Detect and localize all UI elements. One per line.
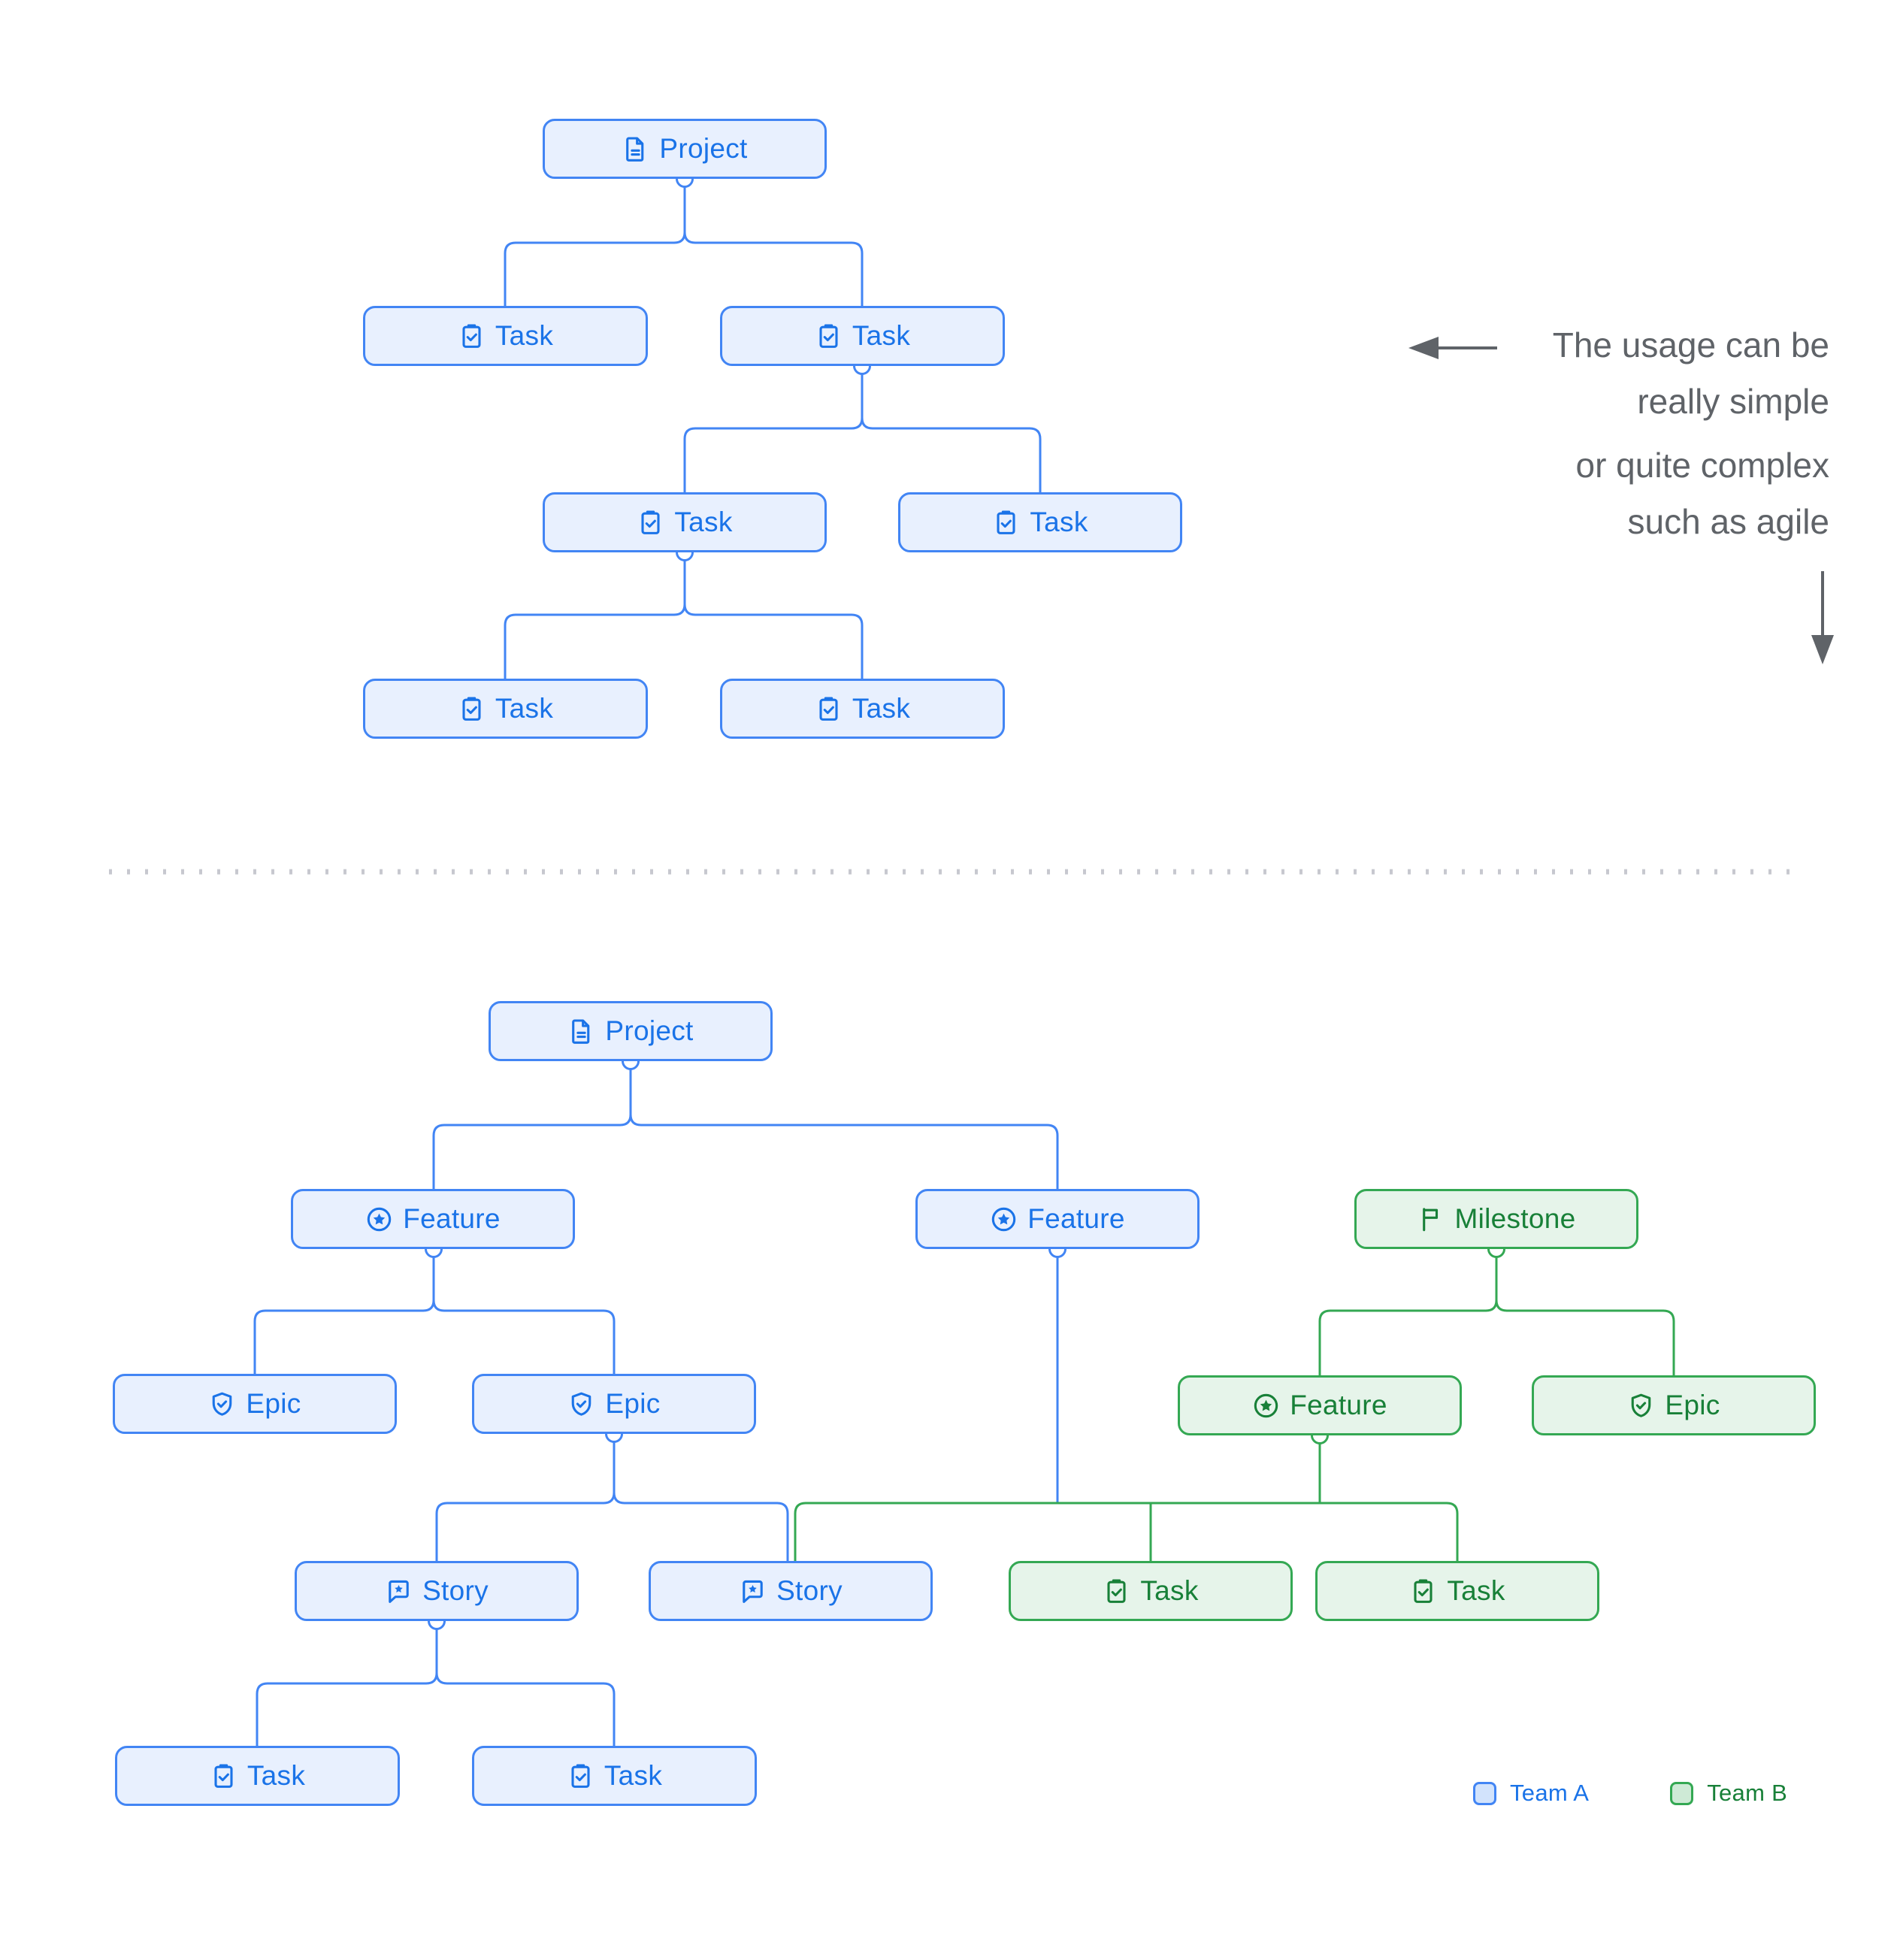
feature-icon [1252,1392,1280,1420]
diagram-node-task-1f: Task [720,679,1005,739]
annotation-simple: The usage can be really simple [1553,317,1829,430]
node-label: Project [605,1015,694,1046]
team-a-edges [253,179,1059,1746]
diagram-node-task-1a: Task [363,306,648,366]
node-label: Task [1447,1575,1505,1606]
node-label: Milestone [1454,1203,1576,1234]
diagram-node-task-a1: Task [115,1746,400,1806]
annotation-line: The usage can be [1552,325,1829,364]
annotation-line: or quite complex [1575,446,1830,485]
diagram-node-task-1d: Task [898,492,1182,552]
tree-edge [629,1061,1059,1189]
node-label: Feature [403,1203,501,1234]
diagram-node-task-a2: Task [472,1746,757,1806]
node-label: Project [659,133,748,164]
epic-icon [208,1390,236,1418]
document-icon [567,1018,595,1045]
feature-icon [365,1205,393,1233]
node-label: Epic [246,1388,301,1419]
tree-edge [683,179,864,306]
legend-swatch-icon [1473,1781,1496,1805]
tree-edge [613,1434,789,1561]
node-label: Task [1030,507,1088,537]
legend-label: Team B [1707,1780,1788,1806]
node-label: Story [422,1575,489,1606]
node-label: Epic [605,1388,661,1419]
node-label: Task [247,1760,306,1791]
diagram-node-task-b1: Task [1009,1561,1293,1621]
task-icon [1103,1577,1130,1605]
diagram-node-feature-a2: Feature [915,1189,1200,1249]
epic-icon [1627,1392,1655,1420]
tree-edge [1495,1249,1675,1375]
legend-swatch-icon [1670,1781,1694,1805]
diagram-node-milestone-b: Milestone [1354,1189,1638,1249]
tree-edge [861,366,1042,492]
epic-icon [567,1390,595,1418]
diagram-node-feature-b1: Feature [1178,1375,1462,1435]
node-label: Task [852,320,911,351]
document-icon [622,135,649,163]
task-icon [567,1762,594,1790]
tree-edge [432,1249,616,1374]
diagram-node-task-1b: Task [720,306,1005,366]
node-label: Task [674,507,733,537]
annotation-complex: or quite complex such as agile [1576,437,1830,550]
task-icon [1409,1577,1437,1605]
task-icon [458,695,486,723]
node-label: Task [1140,1575,1199,1606]
diagram-node-story-1: Story [295,1561,579,1621]
legend-label: Team A [1510,1780,1590,1806]
diagram-node-task-b2: Task [1315,1561,1599,1621]
annotation-line: such as agile [1627,502,1830,541]
task-icon [815,322,843,350]
legend-item-team-a: Team A [1473,1780,1589,1807]
task-icon [992,509,1020,537]
node-label: Feature [1027,1203,1125,1234]
left-arrow-icon [1408,337,1497,359]
diagram-node-epic-a2: Epic [472,1374,756,1434]
diagram-node-story-2: Story [649,1561,933,1621]
feature-icon [990,1205,1018,1233]
story-icon [385,1577,413,1605]
down-arrow-icon [1811,571,1834,664]
task-icon [815,695,843,723]
legend: Team A Team B [1473,1780,1787,1807]
diagram-node-epic-a1: Epic [113,1374,397,1434]
node-label: Task [495,693,554,724]
task-icon [458,322,486,350]
legend-item-team-b: Team B [1670,1780,1787,1807]
team-b-edges [794,1249,1675,1561]
flag-icon [1417,1205,1445,1233]
node-label: Story [776,1575,843,1606]
diagram-node-project-1: Project [543,119,827,179]
task-icon [210,1762,237,1790]
diagram-node-feature-a1: Feature [291,1189,575,1249]
node-label: Task [604,1760,663,1791]
task-icon [637,509,664,537]
story-icon [739,1577,767,1605]
annotation-line: really simple [1637,382,1829,421]
tree-edge [683,552,864,679]
diagram-node-epic-b1: Epic [1532,1375,1816,1435]
diagram-node-task-1c: Task [543,492,827,552]
tree-edge [794,1502,1459,1561]
diagram-node-project-2: Project [489,1001,773,1061]
tree-edge [435,1621,616,1746]
node-label: Task [852,693,911,724]
diagram-node-task-1e: Task [363,679,648,739]
node-label: Task [495,320,554,351]
node-label: Feature [1290,1390,1387,1420]
node-label: Epic [1665,1390,1720,1420]
